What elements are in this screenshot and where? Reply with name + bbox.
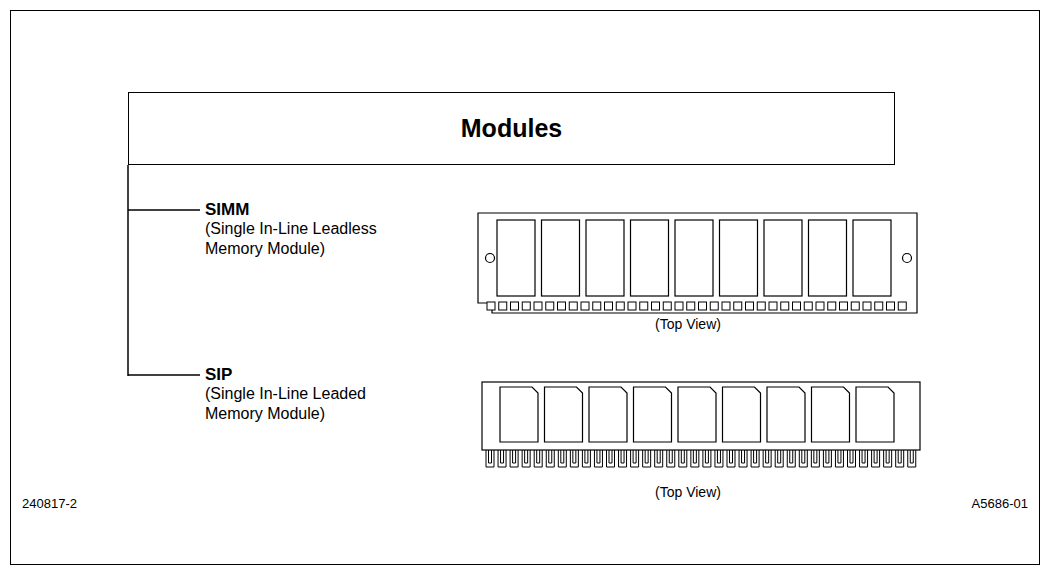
memory-chips (497, 220, 891, 296)
page-frame (11, 11, 1040, 565)
sip-module (482, 382, 920, 450)
module-description: (Single In-Line Leaded Memory Module) (205, 384, 420, 424)
category-box: Modules (128, 92, 895, 165)
module-type: SIP (205, 364, 232, 385)
view-caption: (Top View) (655, 316, 721, 334)
figure-code: A5686-01 (972, 496, 1028, 512)
module-description: (Single In-Line Leadless Memory Module) (205, 219, 420, 259)
contact-pads (487, 302, 906, 310)
module-pins (486, 450, 916, 467)
view-caption: (Top View) (655, 484, 721, 502)
module-type: SIMM (205, 199, 249, 220)
figure-number: 240817-2 (22, 496, 77, 512)
tree-lines (128, 165, 200, 376)
simm-module (478, 213, 917, 313)
memory-chips (500, 387, 894, 442)
box-title: Modules (461, 114, 562, 143)
